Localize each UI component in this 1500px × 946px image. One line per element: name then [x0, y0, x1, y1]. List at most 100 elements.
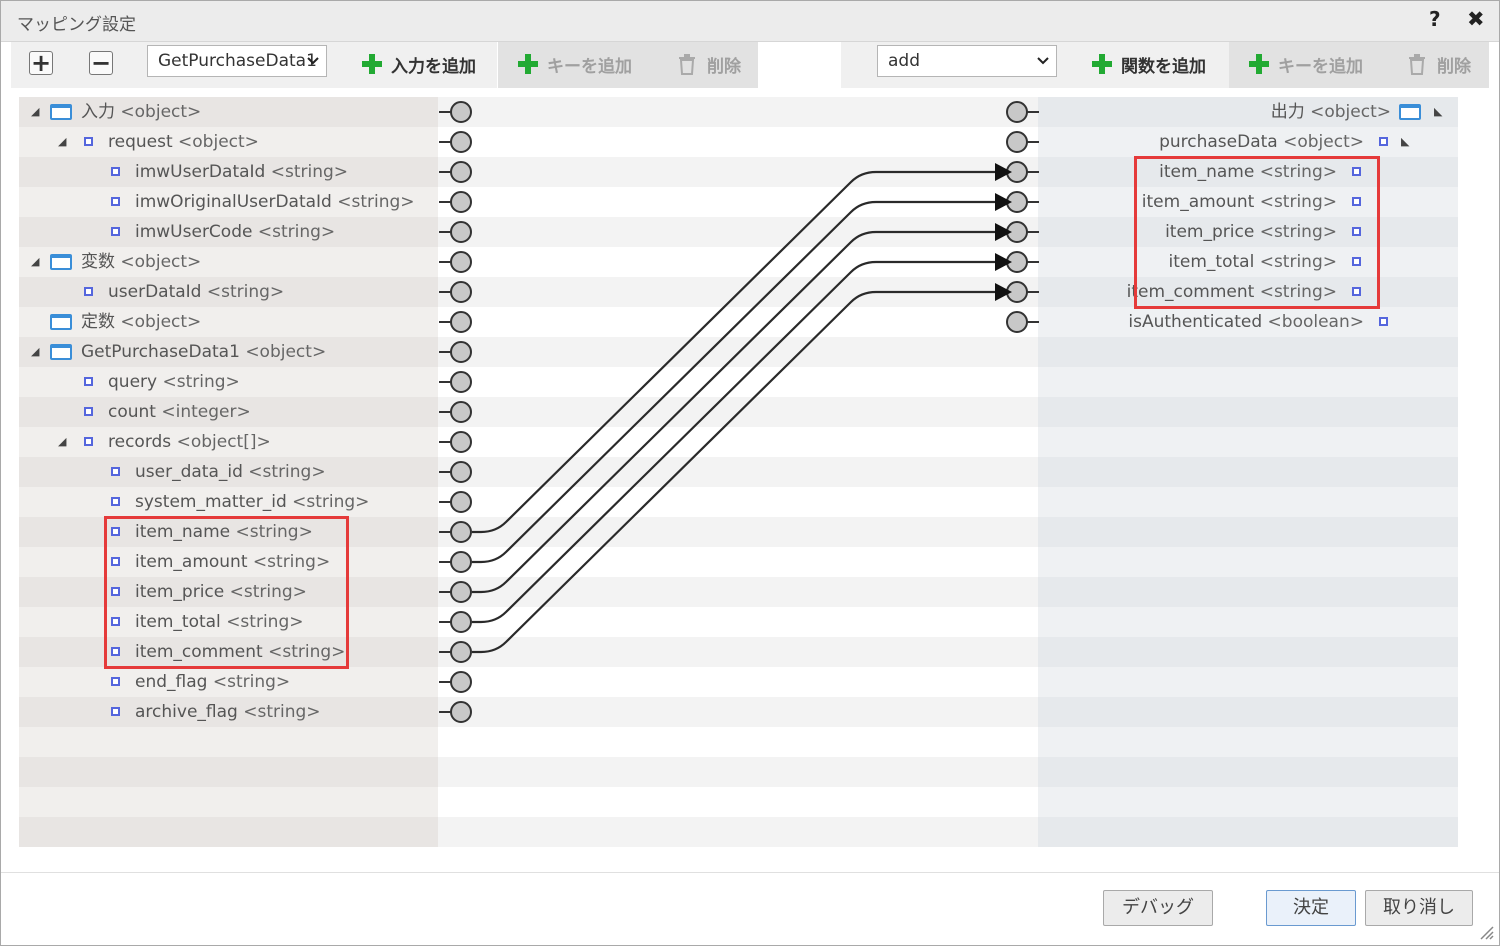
input-tree-row[interactable]: userDataId <string> — [19, 277, 438, 307]
collapse-all-button[interactable]: − — [89, 49, 113, 77]
output-tree-row[interactable]: item_amount <string> — [1038, 187, 1458, 217]
delete-button-left[interactable]: 削除 — [677, 51, 747, 77]
input-port[interactable] — [450, 491, 472, 513]
input-port[interactable] — [450, 461, 472, 483]
input-tree-row[interactable]: count <integer> — [19, 397, 438, 427]
right-panel-stripe — [1038, 667, 1458, 697]
input-port[interactable] — [450, 701, 472, 723]
input-tree-row[interactable]: query <string> — [19, 367, 438, 397]
add-key-button-right[interactable]: キーを追加 — [1248, 51, 1373, 77]
delete-button-right[interactable]: 削除 — [1407, 51, 1477, 77]
input-port[interactable] — [450, 341, 472, 363]
input-tree-row[interactable]: item_comment <string> — [19, 637, 438, 667]
input-tree-row[interactable]: item_amount <string> — [19, 547, 438, 577]
mapping-line[interactable] — [472, 290, 995, 654]
output-port[interactable] — [1006, 191, 1028, 213]
output-tree-row[interactable]: ◣出力 <object> — [1038, 97, 1458, 127]
output-port[interactable] — [1006, 221, 1028, 243]
expand-triangle-icon[interactable]: ◢ — [31, 345, 40, 358]
field-icon — [84, 287, 93, 296]
expand-triangle-icon[interactable]: ◣ — [1401, 135, 1410, 148]
input-tree-row[interactable]: system_matter_id <string> — [19, 487, 438, 517]
input-tree-row[interactable]: ◢変数 <object> — [19, 247, 438, 277]
output-port[interactable] — [1006, 101, 1028, 123]
left-panel-stripe — [19, 817, 438, 847]
input-port[interactable] — [450, 431, 472, 453]
arrowhead-icon — [995, 193, 1012, 211]
output-tree-row[interactable]: item_comment <string> — [1038, 277, 1458, 307]
close-icon[interactable]: ✖ — [1467, 7, 1485, 31]
input-port[interactable] — [450, 551, 472, 573]
input-tree-label: item_total <string> — [135, 607, 303, 637]
input-port[interactable] — [450, 401, 472, 423]
expand-triangle-icon[interactable]: ◢ — [58, 135, 67, 148]
expand-triangle-icon[interactable]: ◢ — [31, 105, 40, 118]
expand-all-button[interactable]: + — [29, 49, 53, 77]
output-tree-row[interactable]: item_price <string> — [1038, 217, 1458, 247]
mapping-line[interactable] — [472, 260, 995, 624]
output-tree-row[interactable]: ◣purchaseData <object> — [1038, 127, 1458, 157]
input-port[interactable] — [450, 251, 472, 273]
input-port[interactable] — [450, 161, 472, 183]
input-port[interactable] — [450, 371, 472, 393]
input-tree-row[interactable]: ◢request <object> — [19, 127, 438, 157]
input-tree-row[interactable]: ◢GetPurchaseData1 <object> — [19, 337, 438, 367]
output-port[interactable] — [1006, 281, 1028, 303]
expand-triangle-icon[interactable]: ◣ — [1434, 105, 1443, 118]
input-port[interactable] — [450, 671, 472, 693]
input-tree-row[interactable]: archive_flag <string> — [19, 697, 438, 727]
input-port[interactable] — [450, 611, 472, 633]
resize-grip-icon[interactable] — [1477, 923, 1495, 941]
center-panel-stripe — [438, 127, 1038, 157]
mapping-line[interactable] — [472, 200, 995, 564]
field-type: <object[]> — [176, 432, 271, 452]
input-tree-row[interactable]: 定数 <object> — [19, 307, 438, 337]
input-port[interactable] — [450, 521, 472, 543]
input-tree-row[interactable]: imwUserDataId <string> — [19, 157, 438, 187]
dialog-titlebar[interactable]: マッピング設定 ? ✖ — [1, 1, 1499, 42]
input-tree-row[interactable]: ◢入力 <object> — [19, 97, 438, 127]
function-select[interactable]: add — [877, 45, 1057, 77]
output-port[interactable] — [1006, 161, 1028, 183]
input-tree-row[interactable]: imwUserCode <string> — [19, 217, 438, 247]
input-port[interactable] — [450, 281, 472, 303]
input-port[interactable] — [450, 191, 472, 213]
port-connector — [439, 501, 451, 503]
input-tree-row[interactable]: item_total <string> — [19, 607, 438, 637]
input-tree-label: system_matter_id <string> — [135, 487, 369, 517]
mapping-line[interactable] — [472, 230, 995, 594]
expand-triangle-icon[interactable]: ◢ — [58, 435, 67, 448]
mapping-line[interactable] — [472, 170, 995, 534]
input-port[interactable] — [450, 641, 472, 663]
input-tree-row[interactable]: ◢records <object[]> — [19, 427, 438, 457]
input-tree-row[interactable]: imwOriginalUserDataId <string> — [19, 187, 438, 217]
input-port[interactable] — [450, 101, 472, 123]
field-icon — [111, 467, 120, 476]
output-tree-row[interactable]: item_name <string> — [1038, 157, 1458, 187]
add-function-button[interactable]: 関数を追加 — [1091, 51, 1216, 77]
input-tree-row[interactable]: item_name <string> — [19, 517, 438, 547]
field-name: imwOriginalUserDataId — [135, 192, 332, 212]
input-port[interactable] — [450, 581, 472, 603]
cancel-button[interactable]: 取り消し — [1365, 890, 1473, 926]
input-port[interactable] — [450, 131, 472, 153]
expand-triangle-icon[interactable]: ◢ — [31, 255, 40, 268]
input-tree-row[interactable]: item_price <string> — [19, 577, 438, 607]
add-input-button[interactable]: 入力を追加 — [361, 51, 486, 77]
input-port[interactable] — [450, 311, 472, 333]
output-port[interactable] — [1006, 311, 1028, 333]
output-port[interactable] — [1006, 251, 1028, 273]
input-tree-row[interactable]: end_flag <string> — [19, 667, 438, 697]
debug-button[interactable]: デバッグ — [1103, 890, 1213, 926]
ok-button[interactable]: 決定 — [1266, 890, 1356, 926]
field-type: <string> — [270, 162, 349, 182]
add-key-button-left[interactable]: キーを追加 — [517, 51, 642, 77]
input-port[interactable] — [450, 221, 472, 243]
center-panel-stripe — [438, 757, 1038, 787]
help-icon[interactable]: ? — [1429, 7, 1441, 31]
input-tree-row[interactable]: user_data_id <string> — [19, 457, 438, 487]
output-tree-row[interactable]: item_total <string> — [1038, 247, 1458, 277]
output-tree-row[interactable]: isAuthenticated <boolean> — [1038, 307, 1458, 337]
output-port[interactable] — [1006, 131, 1028, 153]
source-select[interactable]: GetPurchaseData1 — [147, 45, 327, 77]
